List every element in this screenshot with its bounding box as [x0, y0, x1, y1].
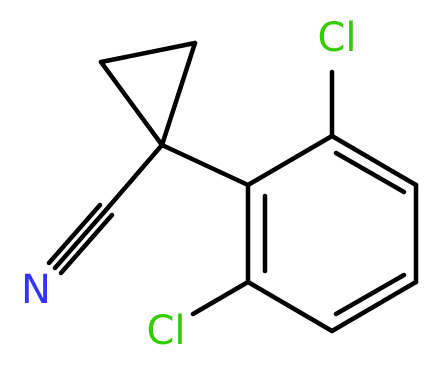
- bond-c-phenyl: [159, 142, 251, 188]
- bond-ar-5: [245, 279, 335, 334]
- bond-ar-2: [329, 133, 419, 188]
- bond-ar-2-inner: [333, 150, 407, 195]
- atom-label-n: N: [21, 267, 51, 313]
- bond-ar-1: [245, 133, 335, 188]
- nitrile-triple-bond: [46, 142, 165, 276]
- atom-label-cl-top: Cl: [317, 15, 356, 61]
- bond-ar-4: [329, 279, 419, 334]
- benzene-ring: [245, 133, 419, 334]
- bond-ar-cl-bottom: [190, 279, 251, 317]
- bond-cn-triple-center: [52, 207, 109, 271]
- bond-ar-4-inner: [333, 272, 407, 317]
- bond-cn-triple-lower: [46, 202, 103, 266]
- cyclopropane-ring: [98, 40, 198, 148]
- bond-c-cn: [103, 142, 165, 213]
- bond-cn-triple-upper: [58, 212, 115, 276]
- bond-ring-left: [98, 59, 165, 148]
- atom-label-cl-bottom: Cl: [146, 308, 185, 354]
- bond-ring-right: [159, 40, 198, 148]
- bond-ring-top: [98, 40, 198, 65]
